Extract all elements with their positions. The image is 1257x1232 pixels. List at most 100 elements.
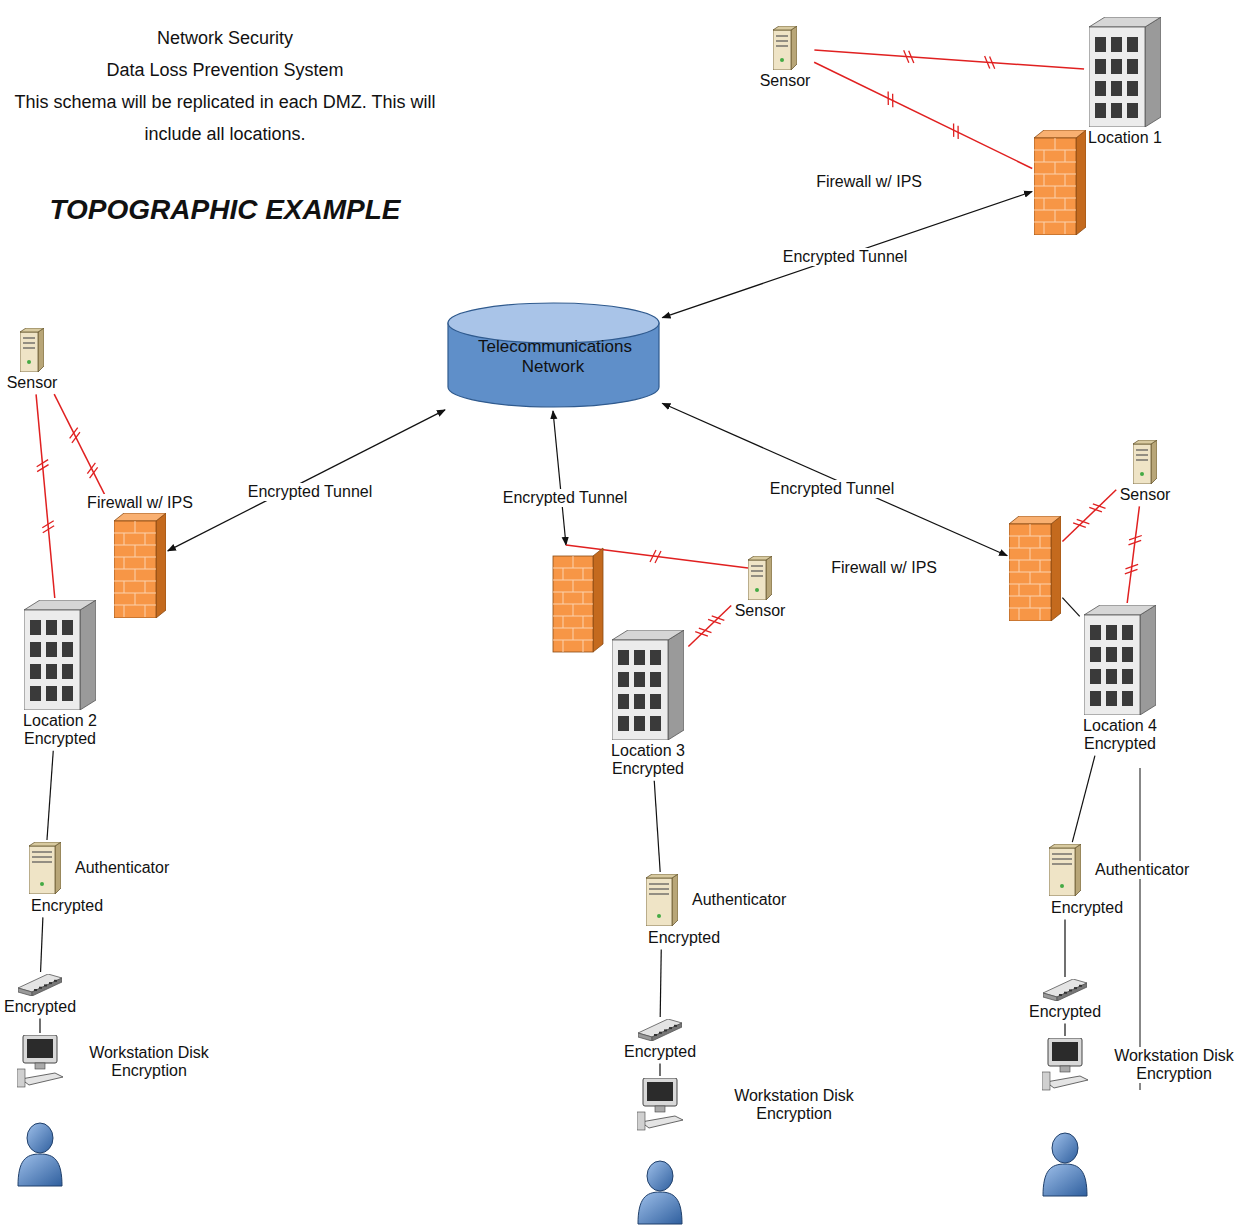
heading-note: This schema will be replicated in each D… (0, 86, 450, 150)
hash-mark (990, 56, 995, 68)
ws-icon (637, 1078, 683, 1132)
node-label: Encrypted (610, 760, 686, 778)
link-line (660, 949, 661, 1017)
node-label: Firewall w/ IPS (829, 559, 939, 577)
sensor-node: Sensor (1118, 440, 1173, 504)
link-line (1064, 1023, 1065, 1036)
encrypted-tunnel (662, 403, 1007, 555)
hash-mark (1073, 523, 1086, 527)
sensor-icon (1133, 440, 1157, 484)
link-line (1072, 756, 1095, 842)
node-label: Sensor (5, 374, 60, 392)
hash-mark (712, 616, 725, 621)
cable-line (1140, 768, 1141, 1090)
firewall-icon (114, 513, 166, 618)
hash-mark (953, 123, 954, 136)
sensor-link (814, 50, 1084, 69)
switch-node: Encrypted (1027, 979, 1103, 1021)
building-node: Location 2Encrypted (21, 600, 99, 749)
building-icon (612, 630, 684, 740)
hash-mark (1125, 569, 1138, 573)
link-line (39, 1018, 40, 1033)
firewall-node: Firewall w/ IPS (814, 130, 1086, 238)
node-label: Authenticator (73, 859, 171, 877)
user-icon (18, 1123, 62, 1186)
sensor-node: Sensor (733, 556, 788, 620)
heading-block: Network SecurityData Loss Prevention Sys… (0, 22, 450, 150)
link-line (47, 751, 53, 840)
sensor-link (36, 394, 55, 598)
node-label: Workstation Disk Encryption (83, 1044, 215, 1081)
diagram-title: Network Security (0, 22, 450, 54)
node-label: Sensor (733, 602, 788, 620)
ws-icon (1042, 1038, 1088, 1092)
server-icon (29, 842, 61, 894)
hash-mark (43, 526, 54, 533)
hash-mark (909, 51, 914, 63)
node-label: Firewall w/ IPS (85, 494, 195, 512)
switch-icon (18, 974, 62, 996)
sensor-node: Sensor (758, 26, 813, 90)
building-node: Location 4Encrypted (1081, 605, 1159, 754)
edge-label: Encrypted Tunnel (780, 248, 911, 266)
tunnel-label: Encrypted Tunnel (500, 489, 631, 507)
hash-mark (708, 619, 721, 624)
heading-note: Data Loss Prevention System (0, 54, 450, 86)
sensor-link (1127, 506, 1139, 603)
building-node: Location 1 (1086, 17, 1164, 147)
node-label: Authenticator (1093, 861, 1191, 879)
node-label: Location 1 (1086, 129, 1164, 147)
switch-node: Encrypted (2, 974, 78, 1016)
encrypted-tunnel (662, 192, 1032, 318)
network-cylinder: Telecommunications Network (446, 301, 661, 409)
hash-mark (888, 92, 889, 105)
switch-icon (1043, 979, 1087, 1001)
spacer (40, 1088, 41, 1120)
node-label: Encrypted (622, 1043, 698, 1061)
hash-mark (1089, 507, 1102, 511)
server-icon (646, 874, 678, 926)
hash-mark (904, 50, 909, 62)
node-label: Sensor (1118, 486, 1173, 504)
ws-icon (17, 1035, 63, 1089)
building-node: Location 3Encrypted (609, 630, 687, 779)
server-icon (1049, 844, 1081, 896)
hash-mark (985, 56, 990, 68)
edge-label: Encrypted Tunnel (767, 480, 898, 498)
firewall-node: Firewall w/ IPS (85, 494, 195, 620)
ws-node: Workstation Disk Encryption (637, 1078, 860, 1135)
node-label: Encrypted (29, 897, 105, 915)
server-node: AuthenticatorEncrypted (29, 842, 171, 915)
node-label: Location 4 (1081, 717, 1159, 735)
hash-mark (1077, 519, 1090, 523)
hash-mark (892, 94, 893, 107)
node-label: Encrypted (1027, 1003, 1103, 1021)
sensor-icon (773, 26, 797, 70)
hash-mark (957, 126, 958, 139)
building-icon (24, 600, 96, 710)
node-label: Telecommunications Network (476, 337, 630, 376)
building-icon (1089, 17, 1161, 127)
node-label: Location 3 (609, 742, 687, 760)
node-label: Encrypted (22, 730, 98, 748)
node-label: Workstation Disk Encryption (728, 1087, 860, 1124)
link-line (1064, 919, 1065, 977)
firewall-icon (1034, 130, 1086, 235)
sensor-link (1062, 490, 1116, 542)
sensor-icon (748, 556, 772, 600)
hash-mark (1093, 504, 1106, 508)
link-line (1062, 598, 1079, 617)
server-node: AuthenticatorEncrypted (646, 874, 788, 947)
user-icon (1043, 1133, 1087, 1196)
sensor-icon (20, 328, 44, 372)
hash-mark (695, 632, 708, 637)
hash-mark (90, 467, 98, 478)
switch-icon (638, 1019, 682, 1041)
node-label: Encrypted (1049, 899, 1125, 917)
hash-mark (1128, 540, 1141, 544)
node-label: Workstation Disk Encryption (1108, 1047, 1240, 1084)
link-line (41, 917, 43, 972)
encrypted-tunnel (553, 411, 566, 545)
ws-node: Workstation Disk Encryption (17, 1035, 215, 1092)
edge-label: Encrypted Tunnel (245, 483, 376, 501)
